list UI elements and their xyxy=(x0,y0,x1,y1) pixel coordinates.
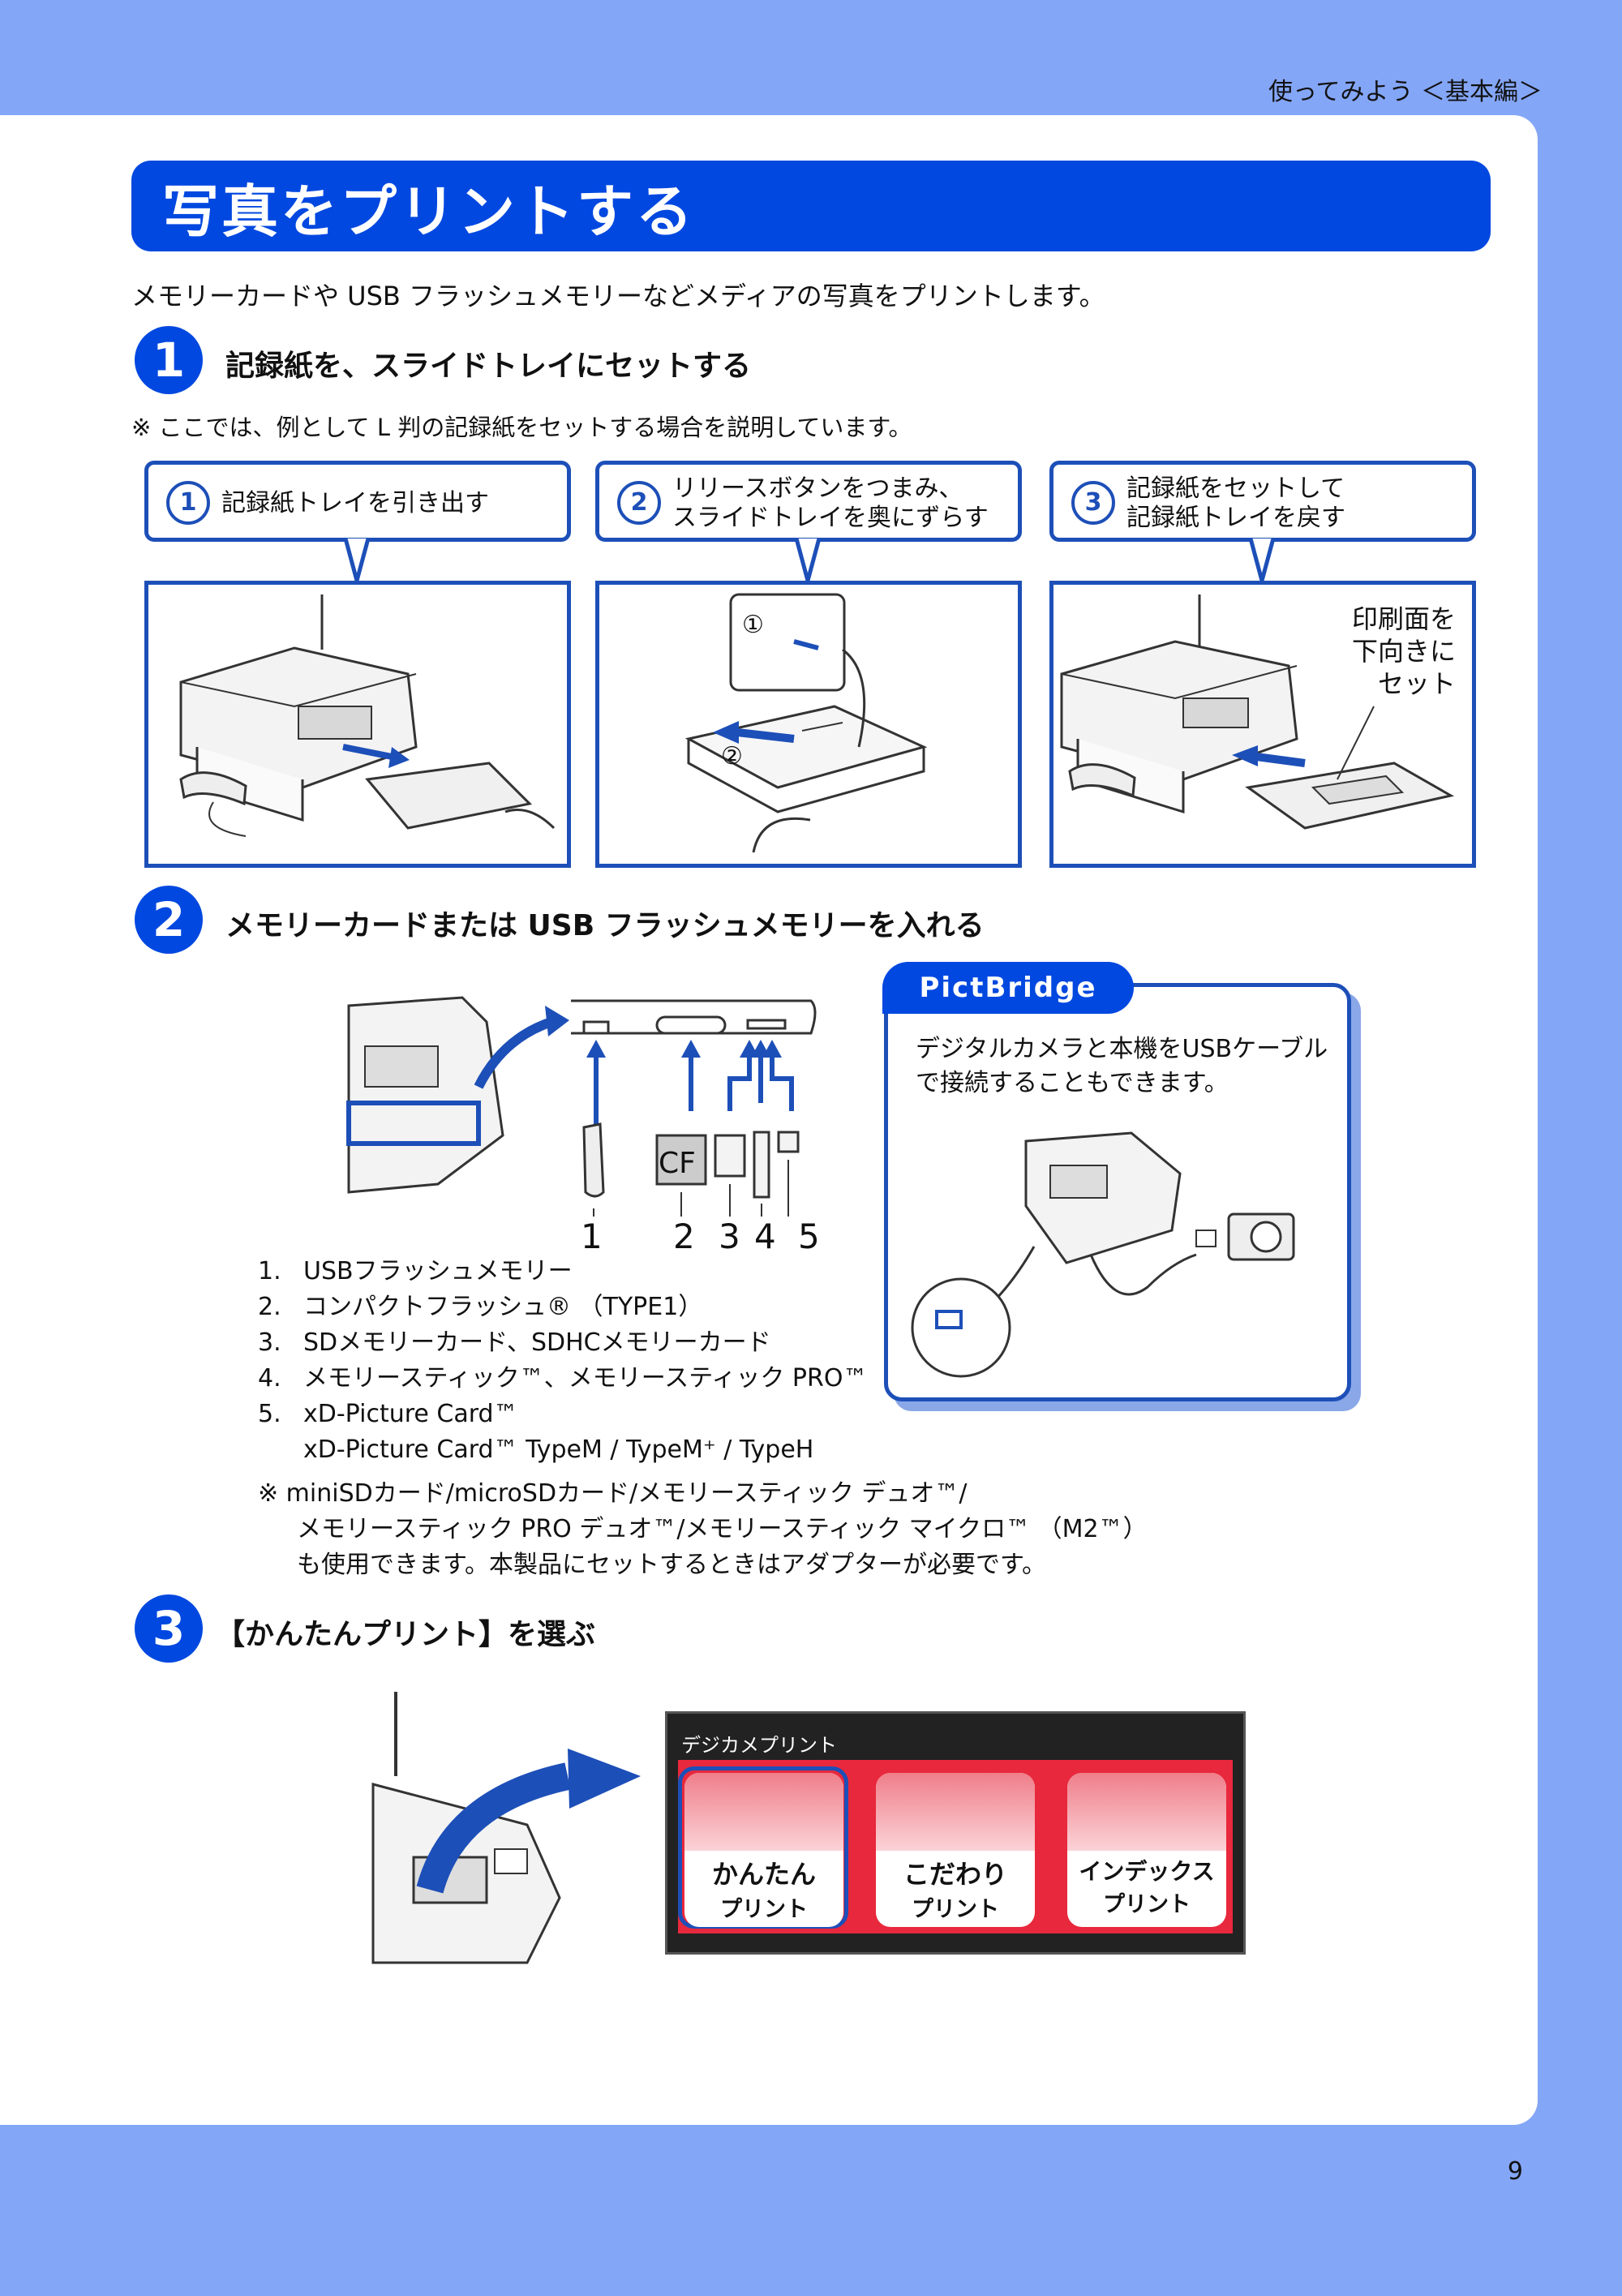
intro-text: メモリーカードや USB フラッシュメモリーなどメディアの写真をプリントします。 xyxy=(131,281,1105,311)
callout-3-line1: 記録紙をセットして xyxy=(1126,474,1345,503)
slot-number-4: 4 xyxy=(754,1217,776,1256)
callout-3-number: 3 xyxy=(1071,481,1115,525)
media-list: 1.USBフラッシュメモリー 2.コンパクトフラッシュ® （TYPE1） 3.S… xyxy=(258,1254,867,1468)
callout-1-number: 1 xyxy=(166,481,210,525)
lcd-title: デジカメプリント xyxy=(681,1734,837,1757)
easy-print-photo-icon xyxy=(684,1773,843,1851)
print-side-line2: 下向きに xyxy=(1351,636,1456,667)
step1-title: 記録紙を、スライドトレイにセットする xyxy=(225,350,752,383)
page-number: 9 xyxy=(1507,2157,1523,2186)
callout-pointers xyxy=(343,538,1276,584)
cf-card-label: CF xyxy=(659,1147,696,1180)
list-item: 2.コンパクトフラッシュ® （TYPE1） xyxy=(258,1293,703,1321)
custom-print-photo-icon xyxy=(876,1773,1035,1851)
callout-3: 3 記録紙をセットして 記録紙トレイを戻す xyxy=(1049,461,1476,542)
custom-print-button[interactable]: こだわり プリント xyxy=(876,1773,1035,1927)
pictbridge-tab: PictBridge xyxy=(882,962,1134,1014)
slot-number-5: 5 xyxy=(798,1217,820,1256)
callout-3-line2: 記録紙トレイを戻す xyxy=(1126,504,1345,532)
pictbridge-camera-illustration xyxy=(911,1131,1295,1378)
step2-note-line1: ※ miniSDカード/microSDカード/メモリースティック デュオ™/ xyxy=(258,1479,968,1508)
pictbridge-text: デジタルカメラと本機をUSBケーブル で接続することもできます。 xyxy=(916,1032,1328,1101)
pictbridge-box: デジタルカメラと本機をUSBケーブル で接続することもできます。 xyxy=(884,983,1351,1401)
step1-number: 1 xyxy=(135,326,203,394)
print-side-line3: セット xyxy=(1377,668,1456,699)
list-item: 5.xD-Picture Card™ xyxy=(258,1400,518,1428)
print-side-line1: 印刷面を xyxy=(1351,603,1456,634)
callout-2: 2 リリースボタンをつまみ、 スライドトレイを奥にずらす xyxy=(595,461,1022,542)
easy-print-button[interactable]: かんたん プリント xyxy=(684,1773,843,1927)
title-bar xyxy=(131,161,1491,251)
callout-2-line1: リリースボタンをつまみ、 xyxy=(672,474,963,503)
step2-title: メモリーカードまたは USB フラッシュメモリーを入れる xyxy=(225,909,985,942)
step3-number: 3 xyxy=(135,1594,203,1663)
pictbridge-line2: で接続することもできます。 xyxy=(916,1069,1229,1097)
list-item: 3.SDメモリーカード、SDHCメモリーカード xyxy=(258,1328,771,1357)
step3-title: 【かんたんプリント】を選ぶ xyxy=(216,1618,596,1651)
slot-number-3: 3 xyxy=(719,1217,740,1256)
page-title: 写真をプリントする xyxy=(162,178,695,245)
callout-2-number: 2 xyxy=(617,481,661,525)
printer-panel-illustration xyxy=(371,1692,641,1964)
list-item: 1.USBフラッシュメモリー xyxy=(258,1257,573,1285)
callout-1-text: 記録紙トレイを引き出す xyxy=(221,489,489,517)
step1-note: ※ ここでは、例として L 判の記録紙をセットする場合を説明しています。 xyxy=(131,414,912,441)
slide-tray-illustration xyxy=(684,593,928,853)
set-paper-illustration xyxy=(1060,594,1455,830)
tray-label-2: ② xyxy=(721,742,743,770)
step1-image-2: ① ② xyxy=(595,581,1022,868)
printer-tray-pull-illustration xyxy=(179,594,556,837)
step2-note: ※ miniSDカード/microSDカード/メモリースティック デュオ™/ メ… xyxy=(258,1476,1148,1583)
callout-2-line2: スライドトレイを奥にずらす xyxy=(672,504,989,532)
zoom-label-1: ① xyxy=(742,611,764,639)
index-print-grid-icon xyxy=(1067,1773,1226,1851)
index-print-button[interactable]: インデックス プリント xyxy=(1067,1773,1226,1927)
list-item: 4.メモリースティック™、メモリースティック PRO™ xyxy=(258,1364,868,1393)
list-item: xD-Picture Card™ TypeM / TypeM⁺ / TypeH xyxy=(303,1436,814,1464)
step2-note-line2: メモリースティック PRO デュオ™/メモリースティック マイクロ™ （M2™） xyxy=(297,1515,1148,1543)
callout-1: 1 記録紙トレイを引き出す xyxy=(144,461,571,542)
step2-note-line3: も使用できます。本製品にセットするときはアダプターが必要です。 xyxy=(297,1551,1046,1579)
step1-image-1 xyxy=(144,581,571,868)
slot-number-2: 2 xyxy=(673,1217,695,1256)
print-side-down-label: 印刷面を 下向きに セット xyxy=(1352,603,1456,700)
step1-image-3: 印刷面を 下向きに セット xyxy=(1049,581,1476,868)
media-slot-illustration xyxy=(346,996,817,1217)
header-section-label: 使ってみよう ＜基本編＞ xyxy=(1268,78,1543,106)
step2-number: 2 xyxy=(135,886,203,954)
slot-number-1: 1 xyxy=(581,1217,603,1256)
pictbridge-line1: デジタルカメラと本機をUSBケーブル xyxy=(916,1035,1328,1063)
